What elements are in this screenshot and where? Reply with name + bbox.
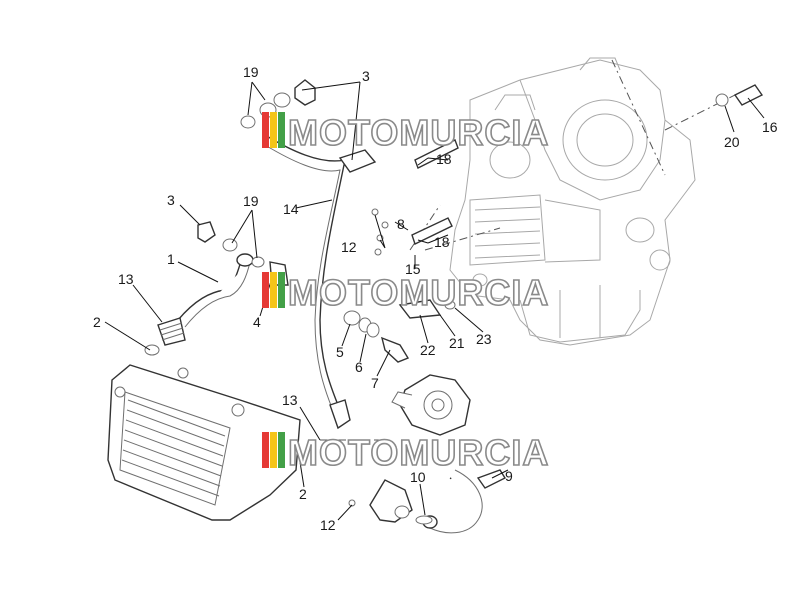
callout-19: 19	[243, 64, 259, 80]
engine-block	[449, 57, 696, 346]
callout-12: 12	[341, 239, 357, 255]
callout-2: 2	[93, 314, 101, 330]
watermark-logo: MOTOMURCIA	[262, 111, 549, 154]
oil-radiator	[107, 364, 301, 521]
watermark-text: MOTOMURCIA	[288, 272, 549, 313]
callout-22: 22	[420, 342, 436, 358]
callout-14: 14	[283, 201, 299, 217]
callout-16: 16	[762, 119, 778, 135]
callout-13: 13	[282, 392, 298, 408]
callout-5: 5	[336, 344, 344, 360]
pipe-9	[422, 469, 507, 534]
callout-21: 21	[449, 335, 465, 351]
watermark-logo: MOTOMURCIA	[262, 271, 549, 314]
pipe-1	[177, 253, 254, 328]
watermark-logo: MOTOMURCIA	[262, 431, 549, 474]
callout-12: 12	[320, 517, 336, 533]
callout-18: 18	[436, 151, 452, 167]
callout-2: 2	[299, 486, 307, 502]
alignment-axes	[320, 59, 746, 441]
callout-20: 20	[724, 134, 740, 150]
callout-3: 3	[167, 192, 175, 208]
callout-6: 6	[355, 359, 363, 375]
callout-18: 18	[434, 234, 450, 250]
oil-pump	[391, 374, 471, 436]
watermark-text: MOTOMURCIA	[288, 112, 549, 153]
callout-3: 3	[362, 68, 370, 84]
watermark-text: MOTOMURCIA	[288, 432, 549, 473]
callout-15: 15	[405, 261, 421, 277]
hose-14	[264, 134, 377, 430]
callout-labels: 19 3 20 16 3 19 18 14 8 12 18 15 1 13 4 …	[93, 64, 778, 533]
callout-10: 10	[410, 469, 426, 485]
callout-19: 19	[243, 193, 259, 209]
filter-10	[369, 479, 433, 525]
callout-7: 7	[371, 375, 379, 391]
callout-8: 8	[397, 216, 405, 232]
callout-1: 1	[167, 251, 175, 267]
callout-9: 9	[505, 468, 513, 484]
callout-4: 4	[253, 314, 261, 330]
fittings	[144, 79, 764, 507]
callout-23: 23	[476, 331, 492, 347]
callout-13: 13	[118, 271, 134, 287]
leader-lines	[104, 81, 765, 521]
